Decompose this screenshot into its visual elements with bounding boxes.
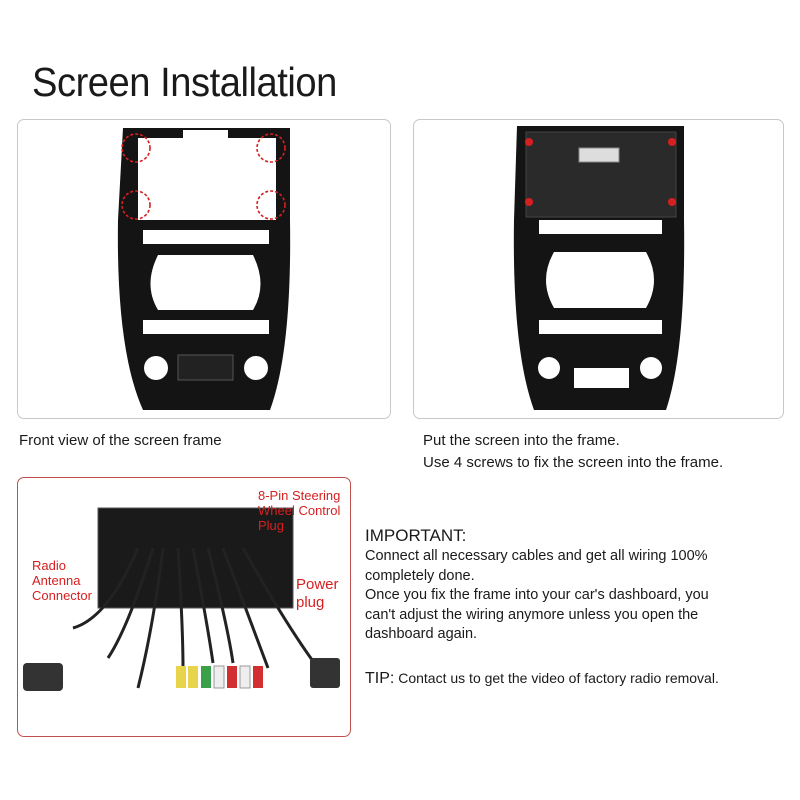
wiring-illustration <box>23 507 340 691</box>
wiring-image: 8-Pin Steering Wheel Control Plug Radio … <box>17 477 351 737</box>
screw-markers <box>525 138 676 206</box>
label-line: Connector <box>32 588 92 603</box>
rca-plugs <box>176 665 263 689</box>
important-note: IMPORTANT: Connect all necessary cables … <box>365 525 785 645</box>
caption-line: Use 4 screws to fix the screen into the … <box>423 454 724 471</box>
tip-text: Contact us to get the video of factory r… <box>398 670 719 686</box>
frame-with-screen-image <box>413 119 784 419</box>
label-line: plug <box>296 594 325 611</box>
note-line: Connect all necessary cables and get all… <box>365 548 708 564</box>
frame-front-illustration <box>117 128 291 410</box>
tip-label: TIP: <box>365 670 395 687</box>
frame-back-illustration <box>513 126 685 410</box>
caption-put-screen: Put the screen into the frame. Use 4 scr… <box>423 430 723 474</box>
label-line: 8-Pin Steering <box>258 488 341 503</box>
label-line: Radio <box>32 558 66 573</box>
label-line: Antenna <box>32 573 81 588</box>
caption-front-view: Front view of the screen frame <box>19 432 222 449</box>
screw-hole-highlights <box>121 133 286 220</box>
label-line: Power <box>296 576 339 593</box>
label-line: Wheel Control <box>258 503 341 518</box>
power-label: Power plug <box>296 576 339 612</box>
note-line: Once you fix the frame into your car's d… <box>365 587 709 603</box>
note-line: dashboard again. <box>365 626 478 642</box>
label-line: Plug <box>258 518 285 533</box>
frame-front-image <box>17 119 391 419</box>
tip: TIP: Contact us to get the video of fact… <box>365 668 719 689</box>
important-heading: IMPORTANT: <box>365 526 467 545</box>
page-title: Screen Installation <box>32 59 337 105</box>
antenna-label: Radio Antenna Connector <box>32 558 92 603</box>
caption-line: Put the screen into the frame. <box>423 432 620 449</box>
note-line: completely done. <box>365 567 475 584</box>
steering-label: 8-Pin Steering Wheel Control Plug <box>258 488 340 533</box>
note-line: can't adjust the wiring anymore unless y… <box>365 606 699 623</box>
